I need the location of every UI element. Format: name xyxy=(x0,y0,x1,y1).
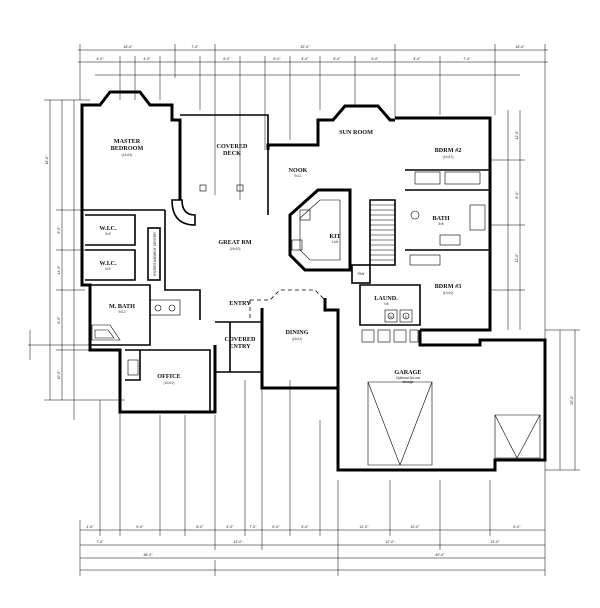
bdrm2-size: (12x12) xyxy=(443,155,454,159)
covered-deck-label: COVERED xyxy=(217,143,248,150)
dim-right-1: 12'-0" xyxy=(515,130,519,140)
dining-label: DINING xyxy=(285,329,308,336)
dim-top-outer-3: 32'-0" xyxy=(300,45,310,49)
dim-left-2: 9'-0" xyxy=(57,226,61,234)
dim-left-1: 16'-0" xyxy=(45,155,49,165)
dim-top-outer-2: 7'-0" xyxy=(191,45,199,49)
dim-top-inner-1: 4'-0" xyxy=(96,57,104,61)
master-bath-size: 9x12 xyxy=(119,310,126,314)
dimension-text: 16'-0" 7'-0" 32'-0" 16'-0" 4'-0" 4'-0" 6… xyxy=(45,45,574,557)
covered-entry-label-line2: ENTRY xyxy=(229,343,251,350)
master-bath-label: M. BATH xyxy=(109,303,135,310)
dim-top-inner-3: 6'-0" xyxy=(223,57,231,61)
laundry-size: 7x8 xyxy=(383,302,388,306)
dim-left-5: 10'-0" xyxy=(57,370,61,380)
dim-bottom-mid-1: 7'-0" xyxy=(96,540,104,544)
bdrm2-label: BDRM #2 xyxy=(435,147,462,154)
wic1-label: W.I.C. xyxy=(99,225,117,232)
dim-bottom-outer-1: 38'-0" xyxy=(143,553,153,557)
dim-bottom-inner-3: 8'-0" xyxy=(196,525,204,529)
wic1-size: 6x9 xyxy=(105,232,110,236)
exterior-walls xyxy=(80,90,547,472)
master-bedroom-label: MASTER xyxy=(114,138,141,145)
sun-room-label: SUN ROOM xyxy=(339,129,373,136)
laundry-label: LAUND. xyxy=(374,295,398,302)
wic2-size: 6x9 xyxy=(105,267,110,271)
garage-note-1: Optional 3rd car xyxy=(396,376,421,380)
dim-left-3: 14'-0" xyxy=(57,265,61,275)
dim-bottom-inner-4: 4'-0" xyxy=(226,525,234,529)
dim-right-2: 8'-0" xyxy=(515,191,519,199)
dim-top-inner-7: 5'-0" xyxy=(371,57,379,61)
master-bedroom-size: (14x16) xyxy=(122,153,133,157)
dim-top-outer-4: 16'-0" xyxy=(515,45,525,49)
dim-bottom-mid-4: 23'-0" xyxy=(490,540,500,544)
bath-size: 5x8 xyxy=(438,222,443,226)
dim-bottom-inner-7: 5'-0" xyxy=(301,525,309,529)
dim-top-inner-5: 4'-0" xyxy=(301,57,309,61)
dim-bottom-outer-2: 40'-0" xyxy=(435,553,445,557)
dryer-label: D xyxy=(405,315,408,319)
office-size: (10x10) xyxy=(164,381,175,385)
covered-entry-label: COVERED xyxy=(225,336,256,343)
dim-bottom-inner-1: 4'-0" xyxy=(86,525,94,529)
bdrm3-label: BDRM #3 xyxy=(435,283,462,290)
washer-label: W xyxy=(389,315,393,319)
dimension-lines xyxy=(28,44,580,576)
master-bedroom-label-line2: BEDROOM xyxy=(111,145,144,152)
dim-bottom-inner-2: 5'-0" xyxy=(136,525,144,529)
pantry-label: PAN xyxy=(358,272,365,276)
dim-bottom-inner-6: 6'-0" xyxy=(272,525,280,529)
office-label: OFFICE xyxy=(157,373,180,380)
dim-bottom-inner-8: 12'-0" xyxy=(359,525,369,529)
garage-label: GARAGE xyxy=(394,369,421,376)
dim-top-inner-6: 5'-0" xyxy=(333,57,341,61)
covered-deck-label-line2: DECK xyxy=(223,150,241,157)
dim-bottom-inner-9: 10'-0" xyxy=(410,525,420,529)
dim-top-inner-9: 7'-0" xyxy=(463,57,471,61)
nook-size: 9x12 xyxy=(295,174,302,178)
dim-left-4: 8'-0" xyxy=(57,316,61,324)
dining-size: (13x11) xyxy=(292,337,303,341)
dim-top-outer-1: 16'-0" xyxy=(123,45,133,49)
dim-bottom-mid-2: 13'-0" xyxy=(233,540,243,544)
dim-bottom-mid-3: 12'-0" xyxy=(385,540,395,544)
dim-bottom-inner-10: 6'-0" xyxy=(513,525,521,529)
room-labels: MASTER BEDROOM (14x16) COVERED DECK SUN … xyxy=(99,129,461,385)
kitchen-size: 11x9 xyxy=(332,240,339,244)
dim-top-inner-4: 6'-0" xyxy=(273,57,281,61)
entry-label: ENTRY xyxy=(229,300,251,307)
great-room-label: GREAT RM xyxy=(218,239,251,246)
interior-walls xyxy=(82,150,541,466)
kitchen-label: KIT xyxy=(329,233,341,240)
nook-label: NOOK xyxy=(289,167,308,174)
bath-label: BATH xyxy=(432,215,449,222)
garage-note-2: storage xyxy=(402,380,413,384)
dim-top-inner-8: 4'-0" xyxy=(413,57,421,61)
dim-bottom-inner-5: 7'-0" xyxy=(249,525,257,529)
great-room-size: (19x20) xyxy=(230,247,241,251)
entertainment-center-label: ENTERTAINMENT CENTER xyxy=(153,232,157,276)
dim-right-4: 20'-0" xyxy=(570,395,574,405)
bdrm3-size: (11x10) xyxy=(443,291,454,295)
dim-right-3: 12'-0" xyxy=(515,253,519,263)
dim-top-inner-2: 4'-0" xyxy=(143,57,151,61)
wic2-label: W.I.C. xyxy=(99,260,117,267)
